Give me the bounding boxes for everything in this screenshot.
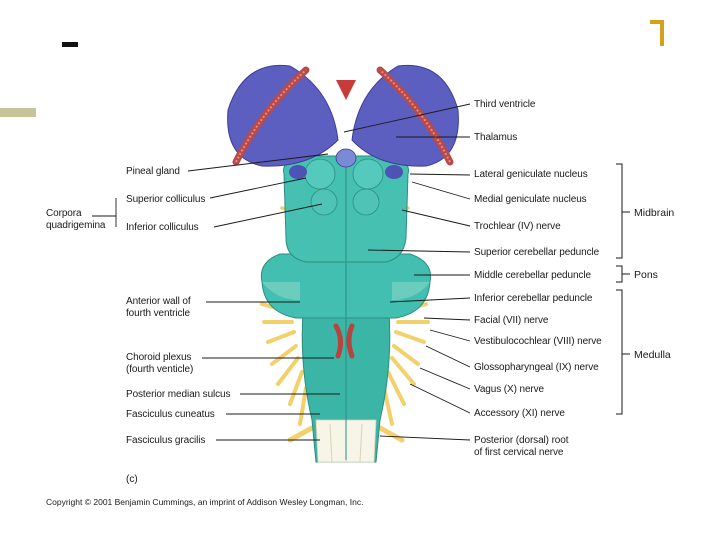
- label-vagus-nerve: Vagus (X) nerve: [474, 384, 544, 396]
- label-fasciculus-gracilis: Fasciculus gracilis: [126, 435, 205, 447]
- label-accessory-nerve: Accessory (XI) nerve: [474, 408, 565, 420]
- label-midbrain: Midbrain: [634, 207, 674, 219]
- label-middle-peduncle: Middle cerebellar peduncle: [474, 270, 591, 282]
- label-medulla: Medulla: [634, 349, 671, 361]
- part-label: (c): [126, 474, 138, 485]
- label-posterior-root: Posterior (dorsal) root of first cervica…: [474, 435, 568, 459]
- label-choroid-plexus: Choroid plexus (fourth venticle): [126, 352, 193, 376]
- label-thalamus: Thalamus: [474, 132, 517, 144]
- label-glossopharyngeal-nerve: Glossopharyngeal (IX) nerve: [474, 362, 599, 374]
- label-pons: Pons: [634, 269, 658, 281]
- label-medial-geniculate: Medial geniculate nucleus: [474, 194, 587, 206]
- label-fasciculus-cuneatus: Fasciculus cuneatus: [126, 409, 215, 421]
- label-trochlear-nerve: Trochlear (IV) nerve: [474, 221, 561, 233]
- label-inferior-colliculus: Inferior colliculus: [126, 222, 199, 234]
- label-facial-nerve: Facial (VII) nerve: [474, 315, 548, 327]
- label-corpora-quadrigemina: Corpora quadrigemina: [46, 208, 105, 232]
- label-third-ventricle: Third ventricle: [474, 99, 535, 111]
- label-posterior-median-sulcus: Posterior median sulcus: [126, 389, 230, 401]
- label-anterior-wall: Anterior wall of fourth ventricle: [126, 296, 191, 320]
- label-pineal-gland: Pineal gland: [126, 166, 180, 178]
- copyright-text: Copyright © 2001 Benjamin Cummings, an i…: [46, 497, 363, 507]
- region-brackets: [616, 164, 630, 414]
- label-superior-colliculus: Superior colliculus: [126, 194, 205, 206]
- label-superior-peduncle: Superior cerebellar peduncle: [474, 247, 599, 259]
- label-inferior-peduncle: Inferior cerebellar peduncle: [474, 293, 592, 305]
- label-lateral-geniculate: Lateral geniculate nucleus: [474, 169, 588, 181]
- label-vestibulocochlear-nerve: Vestibulocochlear (VIII) nerve: [474, 336, 602, 348]
